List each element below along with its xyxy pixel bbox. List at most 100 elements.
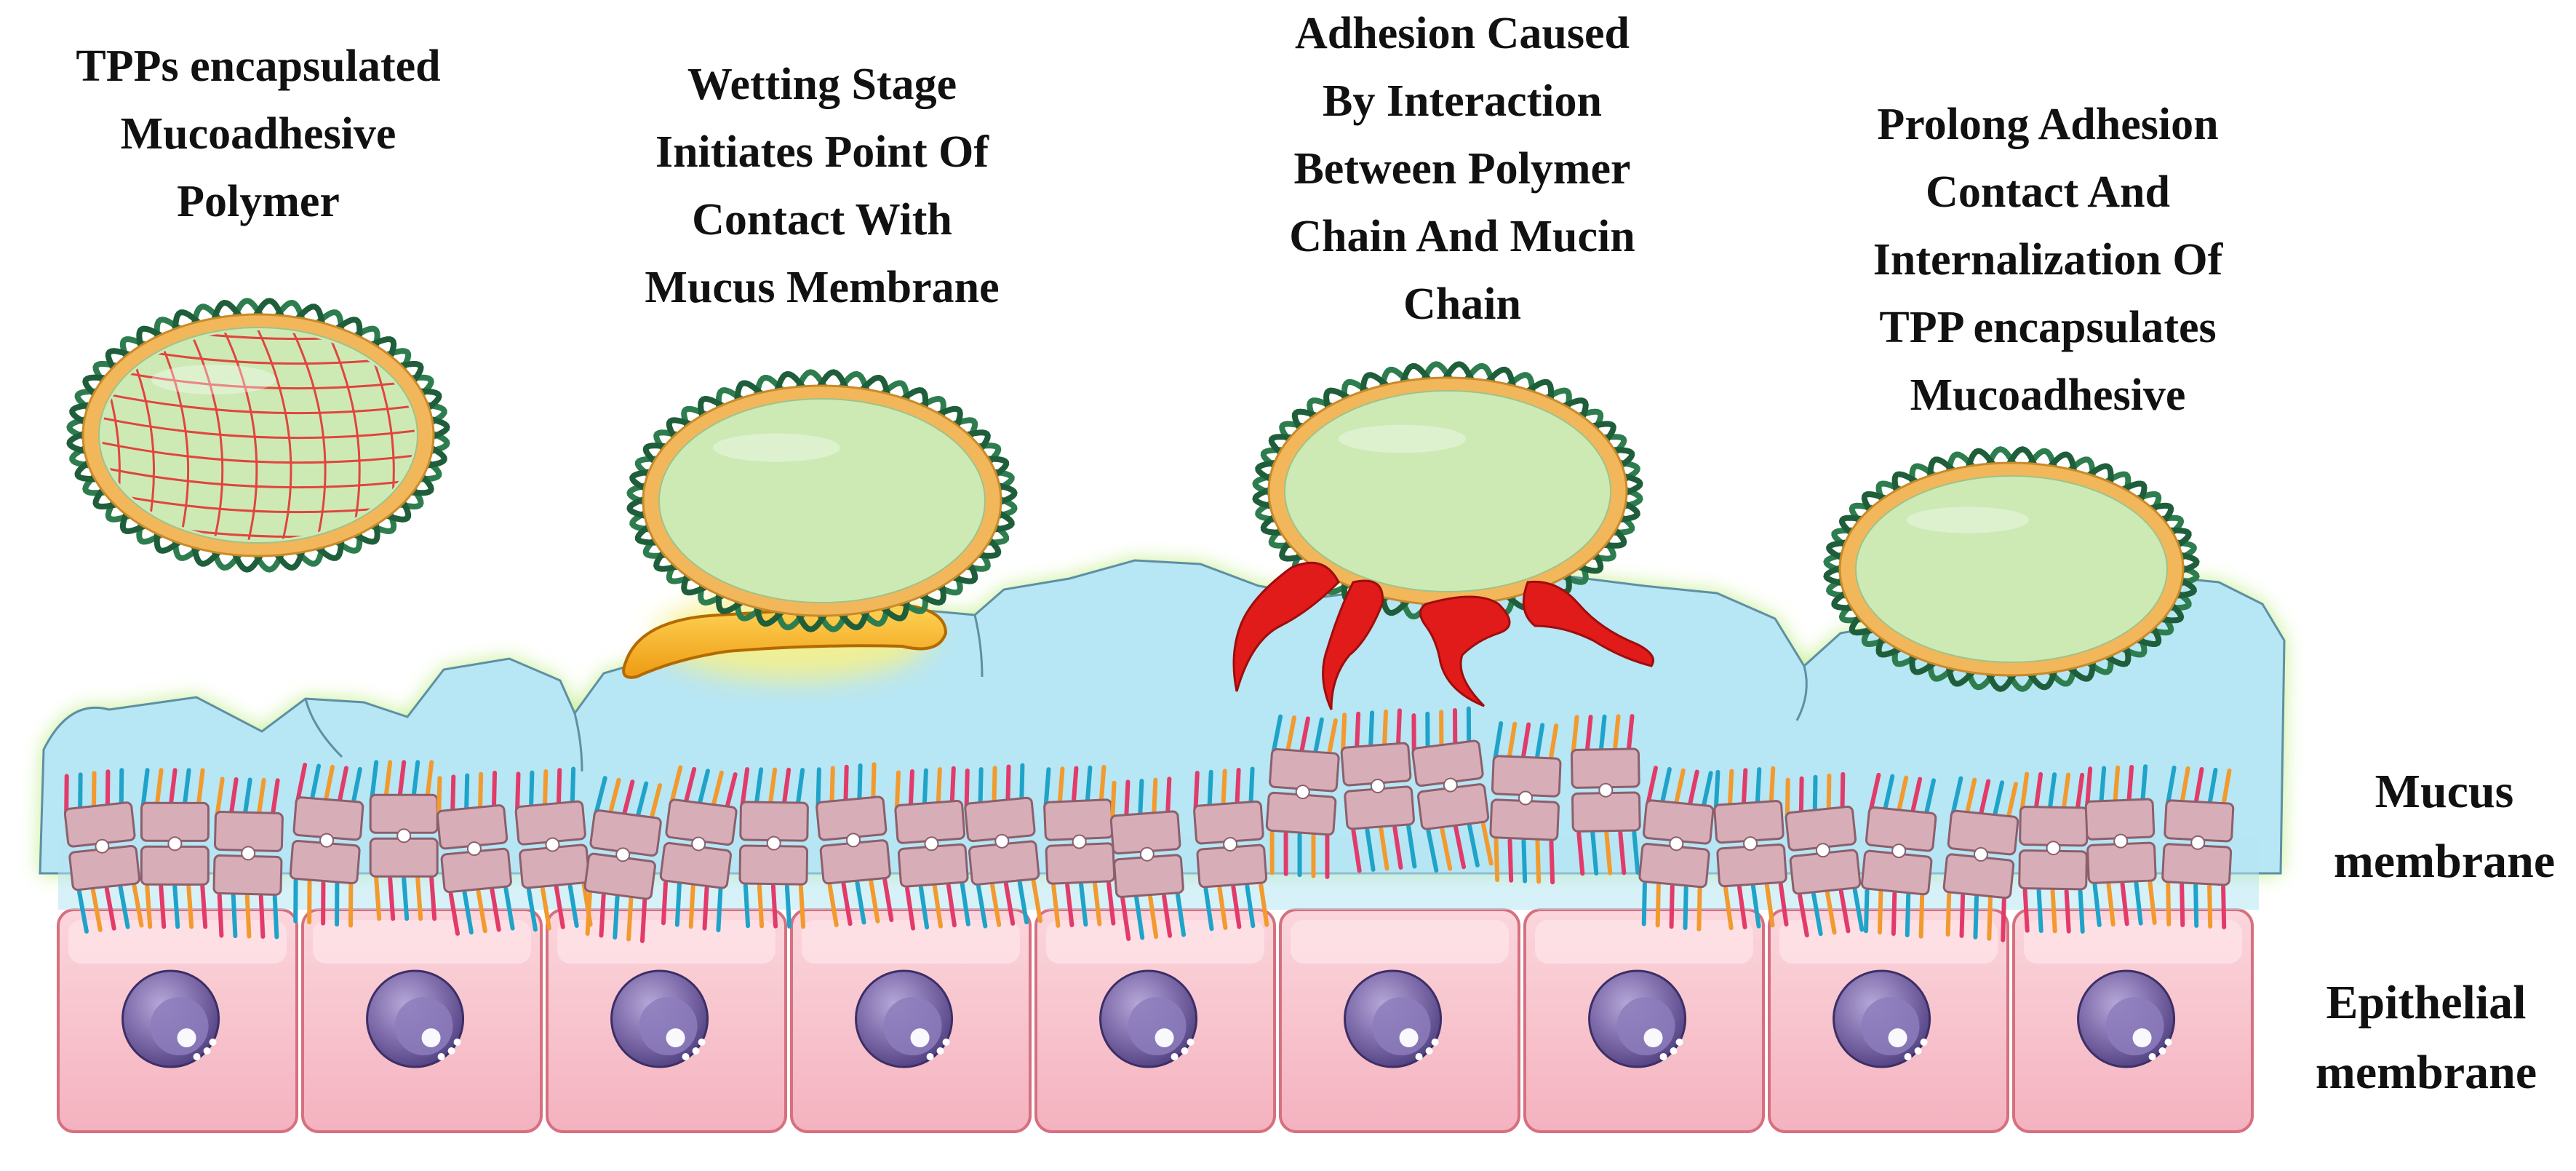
mucin-block-pair: [583, 776, 663, 943]
mucin-stalk: [585, 891, 592, 936]
mucin-stalk: [2092, 883, 2102, 927]
mucin-stalk: [621, 779, 635, 819]
mucin-stalk: [682, 766, 697, 807]
mucin-stalk: [1864, 889, 1870, 934]
mucin-stalk: [515, 771, 521, 813]
mucin-stalk: [1351, 828, 1362, 873]
polymer-nanoparticle-icon: [1823, 446, 2200, 692]
mucin-stalk: [1426, 828, 1439, 873]
mucin-stalk: [1785, 777, 1790, 819]
mucin-stalk: [2022, 888, 2030, 933]
mucin-stalk: [1120, 897, 1131, 941]
mucin-stalk: [1134, 895, 1145, 940]
mucin-chain-icon: [1322, 579, 1384, 710]
epithelial-cell-icon: [1523, 908, 1765, 1133]
stage-3-line-1: Adhesion Caused: [1295, 9, 1630, 58]
mucin-block-pair: [1570, 714, 1641, 876]
mucin-stalk: [1285, 715, 1296, 756]
particle-gloss: [1907, 507, 2029, 533]
mucin-stalk: [477, 771, 484, 814]
mucin-stalk: [1203, 886, 1214, 932]
mucin-stalk: [594, 776, 607, 817]
mucin-stalk: [1176, 892, 1187, 937]
mucin-stalk: [1326, 718, 1338, 759]
mucin-stalk: [91, 771, 97, 812]
mucus-crevice: [1795, 665, 1808, 721]
mucin-joint: [1891, 843, 1907, 859]
mucin-stalk: [1381, 709, 1389, 751]
nucleus-dot: [698, 1039, 706, 1046]
nucleus-dot: [936, 1047, 944, 1055]
mucin-stalk: [2085, 766, 2093, 808]
stage-3-line-4: Chain And Mucin: [1289, 212, 1635, 261]
mucin-stalk: [554, 885, 565, 929]
mucin-stalk: [2064, 889, 2071, 934]
mucin-stalk: [1379, 826, 1389, 871]
mucin-stalk: [402, 876, 410, 921]
cell-highlight: [1535, 920, 1753, 964]
mucin-stalk: [857, 763, 863, 805]
mucin-stalk: [1005, 764, 1011, 806]
mucin-stalk: [626, 897, 634, 942]
stage-1-caption: TPPs encapsulated Mucoadhesive Polymer: [15, 33, 502, 236]
mucin-block-pair: [1265, 714, 1340, 879]
mucin-stalk: [932, 884, 944, 929]
mucin-stalk: [2179, 766, 2190, 807]
mucin-stalk: [2075, 772, 2085, 814]
mucin-stalk: [540, 886, 551, 931]
mucin-block: [2019, 806, 2089, 847]
stage-3-caption: Adhesion Caused By Interaction Between P…: [1215, 0, 1710, 338]
stage-3-line-2: By Interaction: [1322, 76, 1603, 126]
stage-1-line-2: Mucoadhesive: [120, 109, 396, 159]
nucleolus: [910, 1028, 930, 1047]
mucin-joint: [466, 841, 482, 857]
mucin-stalk: [1535, 839, 1542, 884]
mucin-stalk: [1395, 708, 1402, 750]
mucin-stalk: [168, 768, 178, 809]
mucin-block-pair: [659, 765, 738, 932]
mucin-stalk: [1165, 777, 1172, 818]
mucin-stalk: [335, 881, 340, 927]
mucin-stalk: [688, 884, 695, 929]
stage-3-line-5: Chain: [1403, 279, 1521, 329]
nucleolus: [421, 1028, 441, 1047]
mucin-joint: [319, 833, 335, 848]
mucin-stalk: [1425, 711, 1430, 753]
mucin-stalk: [2001, 897, 2006, 942]
mucin-stalk: [918, 885, 930, 930]
nucleus-dot: [942, 1039, 950, 1046]
mucus-crevice: [973, 614, 984, 678]
mucin-block: [2164, 799, 2235, 843]
mucin-stalk: [1452, 708, 1458, 750]
mucin-block-pair: [1785, 771, 1865, 938]
mucin-stalk: [154, 768, 164, 809]
mucin-joint: [1815, 843, 1830, 858]
epithelial-membrane-label: Epithelial membrane: [2277, 968, 2575, 1108]
mucin-stalk: [905, 886, 916, 931]
mucin-stalk: [1507, 838, 1514, 883]
mucin-stalk: [1584, 715, 1593, 756]
mucin-block: [140, 845, 210, 886]
mucin-stalk: [1755, 767, 1762, 809]
mucin-stalk: [2099, 766, 2107, 807]
mucin-stalk: [1493, 721, 1504, 762]
mucin-stalk: [1918, 894, 1925, 939]
mucin-stalk: [567, 884, 579, 928]
stage-4-line-4: TPP encapsulates: [1879, 303, 2217, 352]
mesh-line: [282, 330, 327, 540]
mucin-stalk: [2221, 884, 2227, 929]
nucleus-dot: [2158, 1047, 2166, 1055]
mucin-block-pair: [140, 768, 210, 929]
nucleolus: [666, 1028, 685, 1047]
mucin-stalk: [816, 767, 821, 809]
mucin-stalk: [2106, 882, 2116, 927]
mucin-block-pair: [369, 760, 439, 921]
mucin-stalk: [1910, 777, 1923, 817]
mucin-stalk: [425, 760, 434, 801]
mucin-stalk: [724, 772, 738, 812]
mucin-stalk: [1392, 825, 1403, 870]
mucin-stalk: [1325, 834, 1330, 879]
mucin-block-pair: [2084, 764, 2157, 927]
mucin-stalk: [1406, 824, 1417, 869]
mucin-stalk: [869, 879, 880, 924]
